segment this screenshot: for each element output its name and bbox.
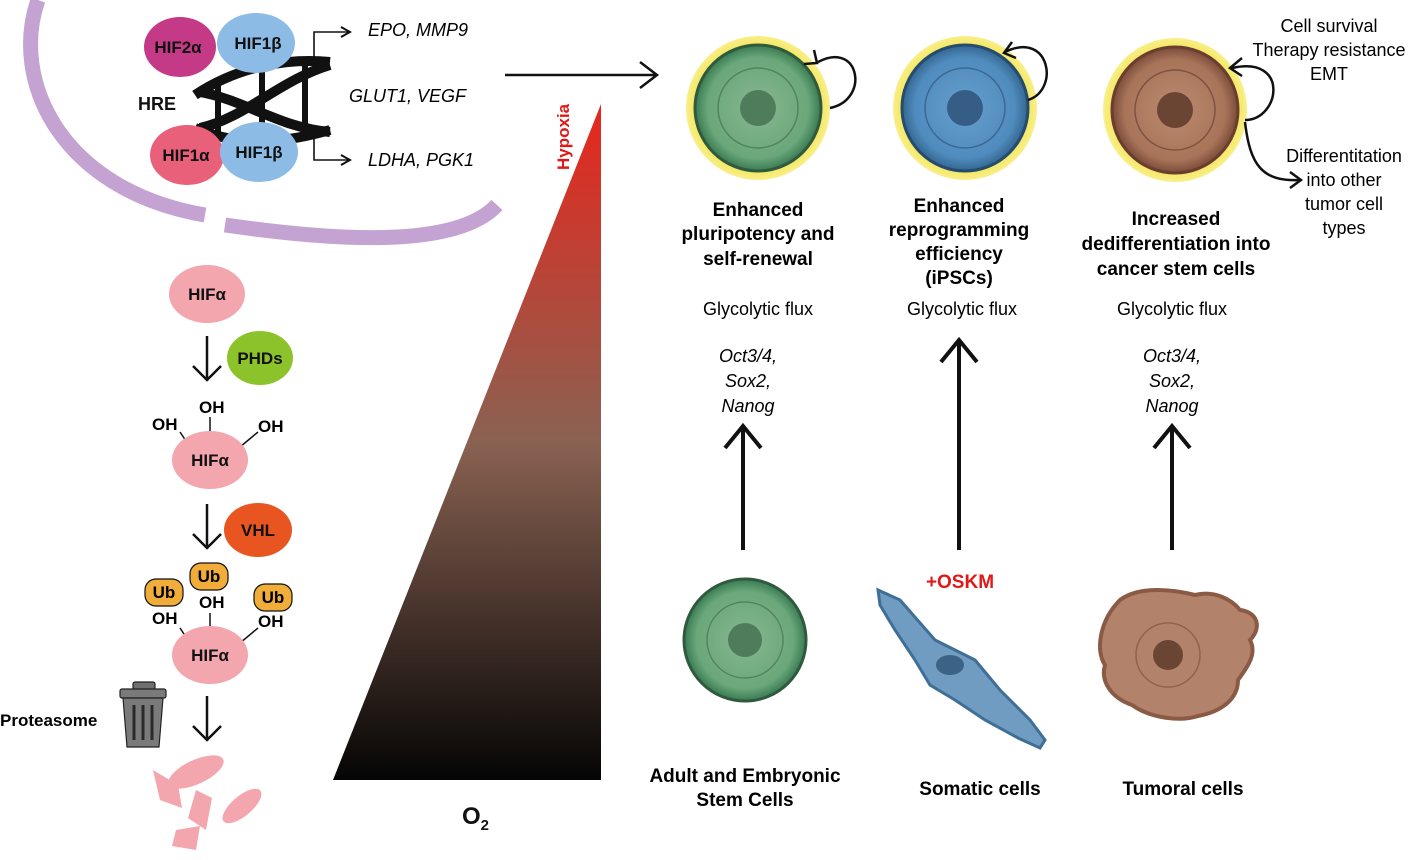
source-tumor: Tumoral cells bbox=[1122, 779, 1243, 800]
up-arrows bbox=[723, 336, 1192, 550]
source-stem-2: Stem Cells bbox=[696, 790, 793, 811]
column-stem: Enhanced pluripotency and self-renewal G… bbox=[649, 200, 841, 811]
cancer-outcome-top-2: Therapy resistance bbox=[1252, 40, 1405, 60]
proteasome-trash-icon bbox=[119, 681, 167, 748]
outcome-stem-line3: self-renewal bbox=[703, 249, 813, 270]
hif-alpha-label-2: HIFα bbox=[191, 451, 229, 470]
hif-alpha-label-1: HIFα bbox=[188, 285, 226, 304]
source-somatic: Somatic cells bbox=[919, 779, 1040, 800]
outcome-somatic-line3: efficiency bbox=[915, 244, 1003, 265]
tumor-cell bbox=[1098, 588, 1259, 721]
flux-tumor: Glycolytic flux bbox=[1117, 299, 1227, 319]
oh-label-2b: OH bbox=[199, 593, 225, 612]
ipsc-cell-hypoxic bbox=[893, 36, 1048, 180]
somatic-cell bbox=[876, 587, 1047, 750]
hre-label: HRE bbox=[138, 94, 176, 114]
outcome-stem-line1: Enhanced bbox=[713, 200, 804, 221]
ubiquitin-tags bbox=[144, 562, 293, 612]
hif-alpha-label-3: HIFα bbox=[191, 646, 229, 665]
hif2a-label: HIF2α bbox=[154, 38, 202, 57]
o2-gradient-triangle bbox=[333, 104, 601, 780]
down-arrow-2 bbox=[192, 504, 222, 550]
o2-label: O2 bbox=[462, 803, 489, 834]
nucleus-to-cells-arrowhead bbox=[639, 61, 660, 89]
down-arrow-1 bbox=[192, 336, 222, 382]
outcome-somatic-line2: reprogramming bbox=[889, 220, 1029, 241]
source-stem-1: Adult and Embryonic bbox=[649, 766, 841, 787]
oh-label-1c: OH bbox=[258, 417, 284, 436]
up-arrow-stem bbox=[723, 422, 763, 550]
hif1b-top-label: HIF1β bbox=[234, 34, 281, 53]
outcome-tumor-line2: dedifferentiation into bbox=[1082, 234, 1271, 255]
nuclear-membrane bbox=[23, 0, 503, 246]
outcome-tumor-line3: cancer stem cells bbox=[1097, 259, 1255, 280]
oh-label-1b: OH bbox=[199, 398, 225, 417]
factors-tumor-2: Sox2, bbox=[1149, 371, 1195, 391]
up-arrow-tumor bbox=[1152, 422, 1192, 550]
up-arrow-somatic bbox=[939, 336, 979, 550]
stem-cell-hypoxic bbox=[686, 36, 857, 180]
cancer-outcome-side-4: types bbox=[1322, 218, 1365, 238]
factors-tumor-3: Nanog bbox=[1145, 396, 1198, 416]
oh-label-1a: OH bbox=[152, 415, 178, 434]
column-somatic: Enhanced reprogramming efficiency (iPSCs… bbox=[889, 196, 1041, 800]
hif-alpha-blob-2 bbox=[172, 431, 248, 489]
hypoxia-label: Hypoxia bbox=[554, 103, 573, 170]
ub-label-b: Ub bbox=[198, 567, 221, 586]
degradation-pathway: HIFα PHDs OH OH OH HIFα VHL Ub Ub Ub bbox=[0, 265, 293, 850]
cancer-outcome-side-1: Differentitation bbox=[1286, 146, 1402, 166]
vhl-blob bbox=[224, 503, 292, 557]
outcome-stem-line2: pluripotency and bbox=[681, 224, 834, 245]
ub-label-c: Ub bbox=[262, 588, 285, 607]
flux-stem: Glycolytic flux bbox=[703, 299, 813, 319]
hif2a-blob bbox=[144, 17, 216, 77]
hif1b-blob-top bbox=[217, 13, 295, 73]
cancer-outcome-side-2: into other bbox=[1306, 170, 1381, 190]
genes-middle: GLUT1, VEGF bbox=[349, 86, 467, 106]
hif1a-blob bbox=[150, 125, 224, 185]
transcription-arrows bbox=[313, 32, 350, 160]
genes-top: EPO, MMP9 bbox=[368, 20, 468, 40]
hif1b-bottom-label: HIF1β bbox=[235, 143, 282, 162]
oskm-label: +OSKM bbox=[926, 572, 994, 593]
genes-bottom: LDHA, PGK1 bbox=[368, 150, 474, 170]
proteasome-label: Proteasome bbox=[0, 711, 97, 730]
phd-blob bbox=[227, 331, 293, 385]
flux-somatic: Glycolytic flux bbox=[907, 299, 1017, 319]
outcome-tumor-line1: Increased bbox=[1132, 209, 1221, 230]
hif1a-hif1b-dimer: HIF1α HIF1β bbox=[150, 122, 298, 185]
hif1a-label: HIF1α bbox=[162, 146, 210, 165]
hif2a-hif1b-dimer: HIF2α HIF1β bbox=[144, 13, 295, 77]
column-tumor: Increased dedifferentiation into cancer … bbox=[1082, 209, 1271, 800]
phd-label: PHDs bbox=[237, 349, 282, 368]
hif-alpha-blob-1 bbox=[169, 265, 245, 323]
factors-tumor-1: Oct3/4, bbox=[1143, 346, 1201, 366]
vhl-label: VHL bbox=[241, 521, 275, 540]
cancer-outcome-side-3: tumor cell bbox=[1305, 194, 1383, 214]
cancer-outcomes: Cell survival Therapy resistance EMT Dif… bbox=[1252, 16, 1405, 238]
hif1b-blob-bottom bbox=[220, 122, 298, 182]
outcome-somatic-line1: Enhanced bbox=[914, 196, 1005, 217]
hif-alpha-blob-3 bbox=[172, 626, 248, 684]
factors-stem-3: Nanog bbox=[721, 396, 774, 416]
cancer-outcome-top-1: Cell survival bbox=[1280, 16, 1377, 36]
oh-label-2c: OH bbox=[258, 612, 284, 631]
factors-stem-1: Oct3/4, bbox=[719, 346, 777, 366]
ub-label-a: Ub bbox=[153, 583, 176, 602]
degraded-fragments bbox=[153, 755, 262, 850]
outcome-somatic-line4: (iPSCs) bbox=[925, 268, 993, 289]
stem-cell-normoxic bbox=[682, 577, 808, 703]
factors-stem-2: Sox2, bbox=[725, 371, 771, 391]
cancer-stem-cell-hypoxic bbox=[1103, 38, 1304, 190]
oh-label-2a: OH bbox=[152, 609, 178, 628]
cancer-outcome-top-3: EMT bbox=[1310, 64, 1348, 84]
down-arrow-3 bbox=[192, 696, 222, 742]
